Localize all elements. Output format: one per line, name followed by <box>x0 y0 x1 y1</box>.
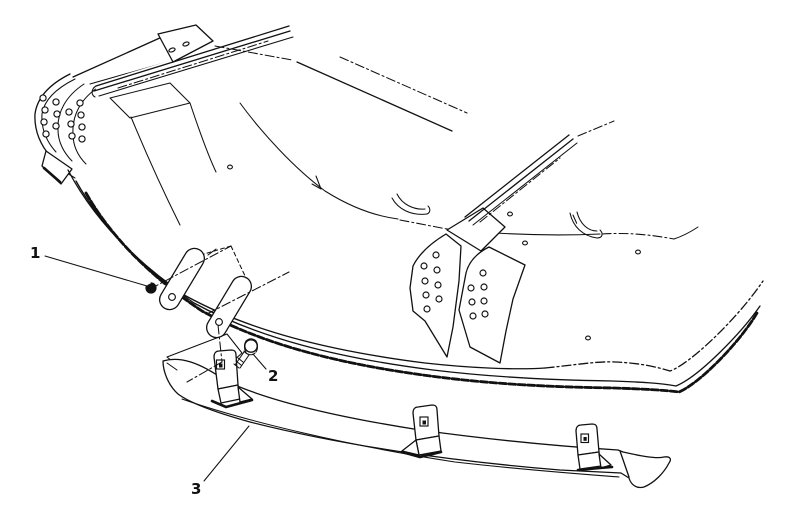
bumper-tab-3 <box>575 423 614 472</box>
corner-bracket <box>34 36 172 185</box>
corner-flap <box>41 150 73 185</box>
bumper-end-fold <box>619 450 630 478</box>
handle-rail-right <box>446 120 615 252</box>
leader-line-3 <box>203 425 250 482</box>
handle-hook-right <box>569 211 603 239</box>
bracket-holes <box>39 94 86 143</box>
mower-deck <box>34 24 764 394</box>
handle-rail-left <box>91 24 294 100</box>
alignment-lines <box>149 245 290 315</box>
deck-back-edge <box>109 56 699 240</box>
deck-surface-holes <box>227 164 641 341</box>
leader-line-1 <box>44 255 148 287</box>
bumper-tab-2 <box>400 404 443 459</box>
tab-alignment-line <box>217 324 223 363</box>
hex-bolt <box>233 338 259 369</box>
deck-window <box>109 82 191 119</box>
bumper-tab-1 <box>210 349 254 409</box>
callouts: 1 2 3 <box>30 244 278 498</box>
height-bracket-right <box>458 246 526 364</box>
callout-2-label: 2 <box>268 367 278 385</box>
callout-1-label: 1 <box>30 244 40 262</box>
handle-hook-left <box>391 193 431 215</box>
callout-3-label: 3 <box>191 480 201 498</box>
height-bracket-left <box>409 233 462 358</box>
round-head-bolt <box>145 282 157 294</box>
leader-line-2 <box>252 353 267 370</box>
bumper-bar <box>162 324 671 489</box>
